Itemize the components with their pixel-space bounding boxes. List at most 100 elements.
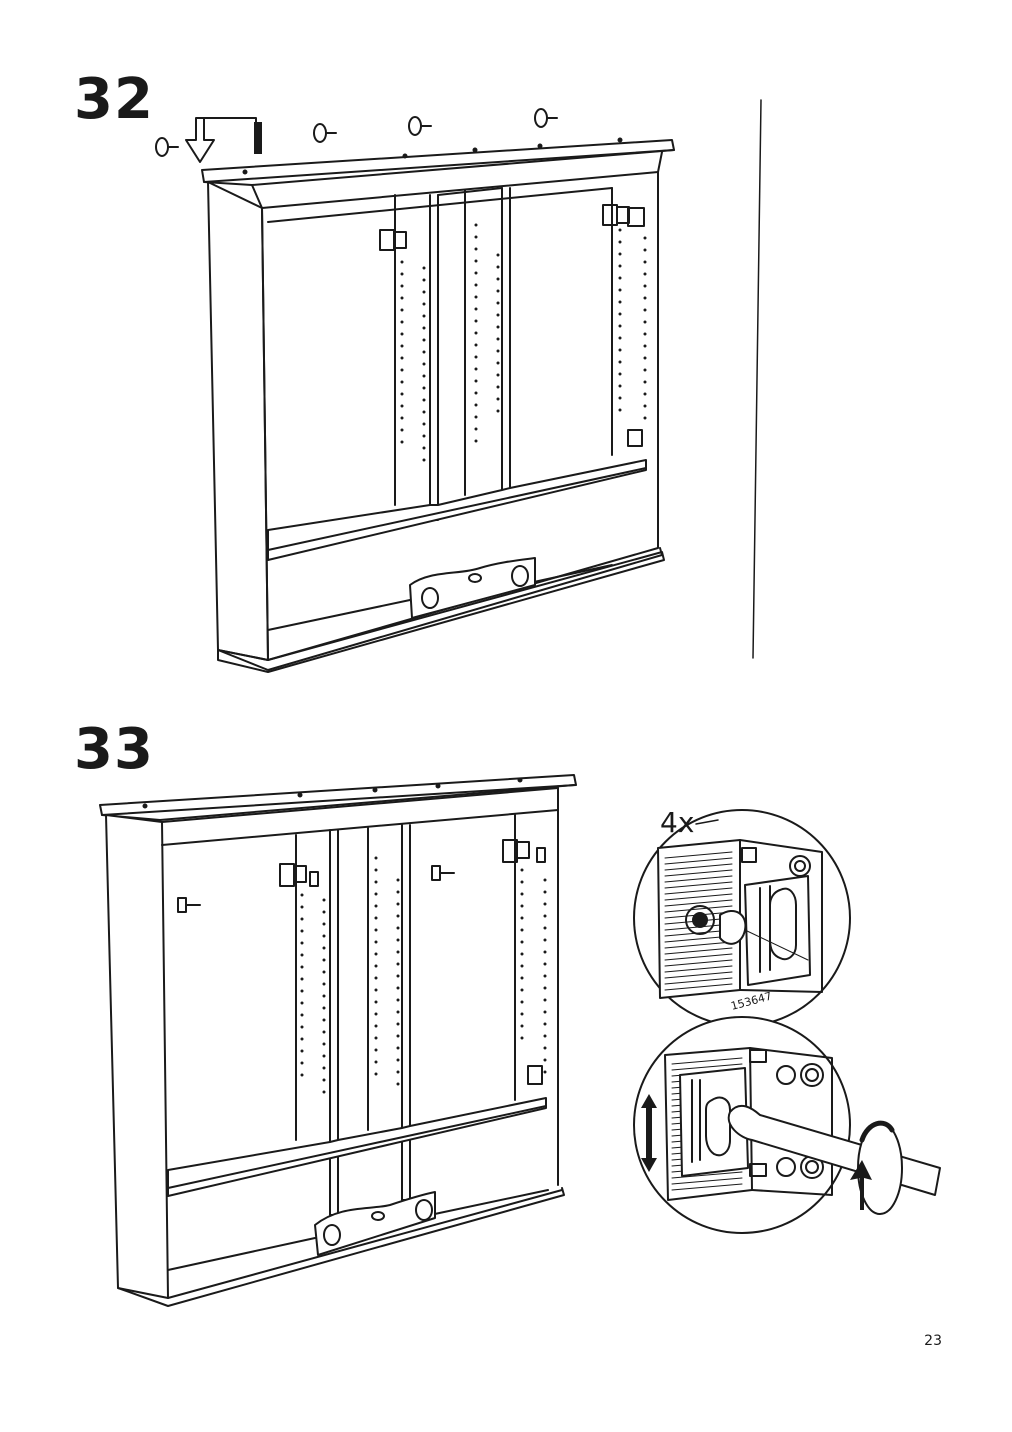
- shelf-hole: [396, 938, 400, 942]
- step-number-33: 33: [74, 717, 154, 782]
- shelf-hole: [400, 356, 404, 360]
- shelf-hole: [474, 391, 478, 395]
- shelf-hole: [400, 272, 404, 276]
- shelf-hole: [618, 372, 622, 376]
- shelf-hole: [543, 1070, 547, 1074]
- shelf-hole: [396, 986, 400, 990]
- shelf-hole: [322, 898, 326, 902]
- shelf-hole: [322, 1030, 326, 1034]
- shelf-hole: [474, 307, 478, 311]
- shelf-hole: [374, 964, 378, 968]
- shelf-hole: [474, 379, 478, 383]
- shelf-hole: [322, 958, 326, 962]
- shelf-hole: [543, 1010, 547, 1014]
- shelf-hole: [400, 428, 404, 432]
- shelf-hole: [474, 367, 478, 371]
- shelf-hole: [300, 1061, 304, 1065]
- shelf-hole: [374, 1036, 378, 1040]
- shelf-hole: [374, 928, 378, 932]
- shelf-hole: [520, 892, 524, 896]
- shelf-hole: [322, 934, 326, 938]
- detail-circle-top: [633, 809, 851, 1027]
- shelf-hole: [374, 1048, 378, 1052]
- shelf-hole: [300, 905, 304, 909]
- shelf-hole: [422, 386, 426, 390]
- hatch-line: [664, 953, 733, 961]
- shelf-hole: [400, 284, 404, 288]
- shelf-hole: [520, 1036, 524, 1040]
- shelf-hole: [300, 965, 304, 969]
- hatch-line: [664, 971, 733, 979]
- shelf-hole: [618, 252, 622, 256]
- hatch-line: [671, 1183, 743, 1191]
- shelf-hole: [422, 398, 426, 402]
- shelf-hole: [422, 362, 426, 366]
- shelf-hole: [374, 1072, 378, 1076]
- shelf-hole: [322, 1006, 326, 1010]
- shelf-hole: [422, 446, 426, 450]
- shelf-hole: [474, 415, 478, 419]
- shelf-hole: [400, 260, 404, 264]
- shelf-hole: [618, 324, 622, 328]
- shelf-hole: [496, 265, 500, 269]
- shelf-hole: [496, 289, 500, 293]
- shelf-hole: [520, 1012, 524, 1016]
- shelf-hole: [643, 368, 647, 372]
- shelf-hole: [543, 1034, 547, 1038]
- shelf-hole: [300, 1073, 304, 1077]
- shelf-hole: [643, 416, 647, 420]
- shelf-hole: [400, 440, 404, 444]
- shelf-hole: [474, 403, 478, 407]
- hatch-line: [664, 851, 733, 859]
- shelf-hole: [396, 926, 400, 930]
- shelf-hole: [322, 1018, 326, 1022]
- shelf-hole: [618, 348, 622, 352]
- shelf-hole: [520, 1024, 524, 1028]
- shelf-hole: [396, 1010, 400, 1014]
- shelf-hole: [474, 259, 478, 263]
- shelf-hole: [300, 1013, 304, 1017]
- shelf-hole: [322, 910, 326, 914]
- shelf-hole: [543, 938, 547, 942]
- shelf-hole: [474, 439, 478, 443]
- shelf-hole: [374, 892, 378, 896]
- shelf-hole: [496, 253, 500, 257]
- shelf-hole: [474, 235, 478, 239]
- rotate-arrow-icon: [850, 1120, 903, 1215]
- hatch-line: [664, 893, 733, 901]
- shelf-hole: [474, 271, 478, 275]
- hatch-line: [664, 857, 733, 865]
- shelf-hole: [496, 337, 500, 341]
- shelf-hole: [322, 1042, 326, 1046]
- shelf-hole: [422, 458, 426, 462]
- shelf-hole: [520, 952, 524, 956]
- shelf-hole: [300, 941, 304, 945]
- shelf-hole: [618, 384, 622, 388]
- shelf-hole: [496, 385, 500, 389]
- shelf-hole: [543, 890, 547, 894]
- hatch-line: [664, 977, 733, 985]
- cabinet-step-33: [99, 774, 577, 1307]
- shelf-hole: [300, 953, 304, 957]
- shelf-hole: [643, 404, 647, 408]
- shelf-hole: [396, 1046, 400, 1050]
- shelf-hole: [374, 856, 378, 860]
- shelf-hole: [496, 313, 500, 317]
- shelf-hole: [496, 277, 500, 281]
- shelf-hole: [322, 1066, 326, 1070]
- shelf-hole: [322, 1078, 326, 1082]
- shelf-hole: [422, 266, 426, 270]
- shelf-hole: [300, 1025, 304, 1029]
- shelf-hole: [543, 878, 547, 882]
- shelf-hole: [400, 380, 404, 384]
- shelf-hole: [396, 962, 400, 966]
- shelf-hole: [618, 228, 622, 232]
- shelf-hole: [374, 1012, 378, 1016]
- hatch-line: [671, 1171, 743, 1179]
- shelf-hole: [396, 902, 400, 906]
- shelf-hole: [322, 994, 326, 998]
- shelf-holes-32: [400, 223, 647, 462]
- shelf-hole: [422, 434, 426, 438]
- shelf-hole: [396, 998, 400, 1002]
